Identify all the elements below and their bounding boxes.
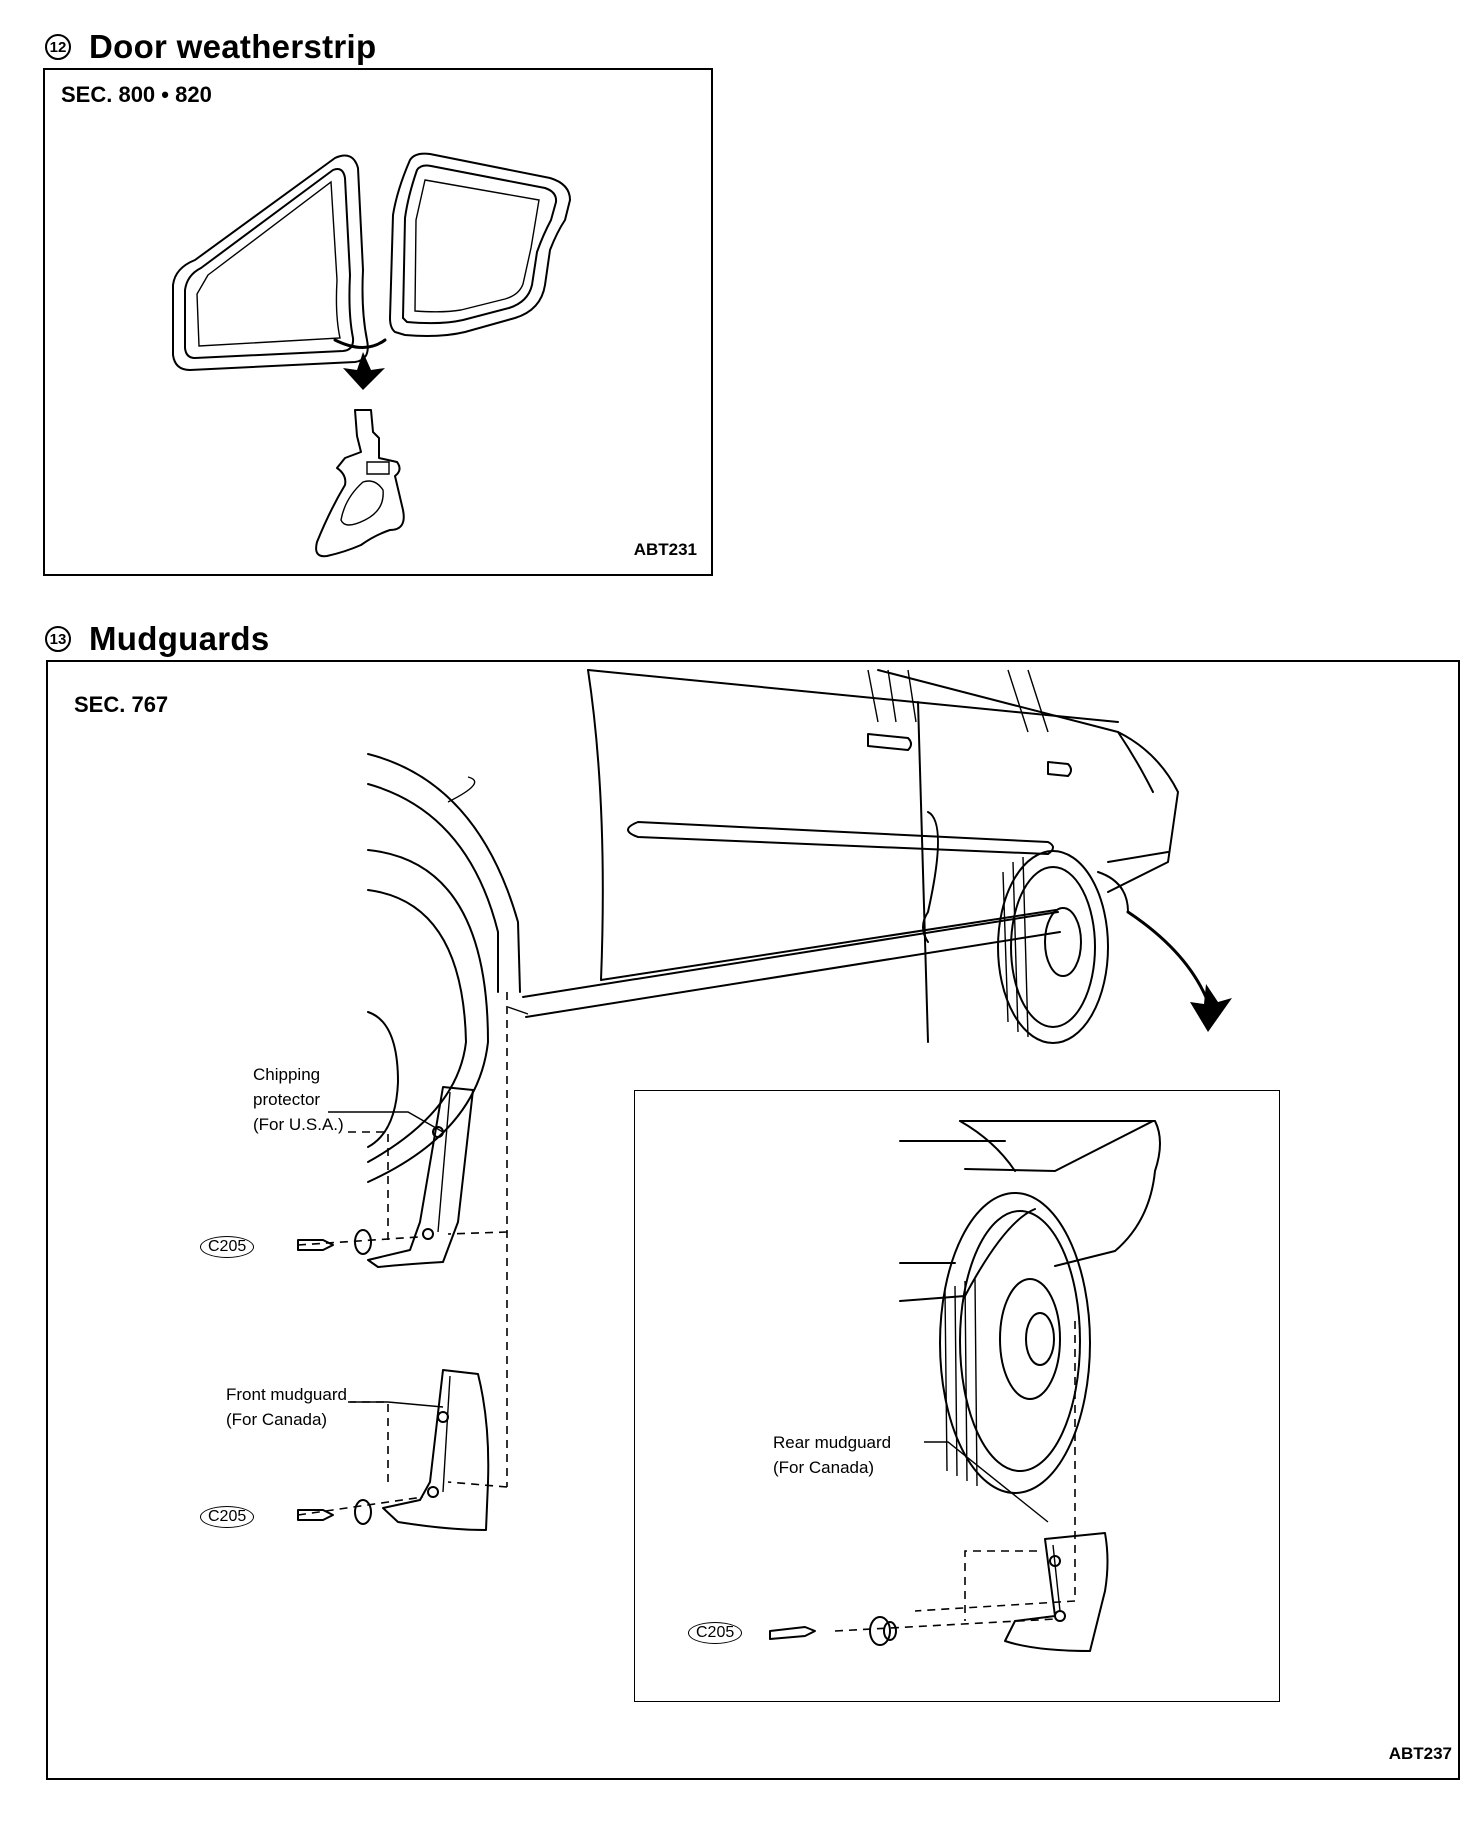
sealant-callout-c205: C205 bbox=[200, 1506, 255, 1528]
sec-code: SEC. 800 • 820 bbox=[61, 82, 212, 107]
rear-mudguard-detail-inset bbox=[634, 1090, 1280, 1702]
front-mudguard bbox=[382, 1369, 490, 1531]
weatherstrip-cross-section bbox=[315, 409, 405, 558]
weatherstrip-illustration bbox=[172, 152, 571, 558]
section-number-badge: 13 bbox=[45, 626, 71, 652]
mudguards-figure: SEC. 767 bbox=[46, 660, 1460, 1780]
figure-id: ABT231 bbox=[633, 540, 697, 559]
figure-id: ABT237 bbox=[1388, 1744, 1452, 1763]
section-number-badge: 12 bbox=[45, 34, 71, 60]
door-weatherstrip-figure: SEC. 800 • 820 ABT231 bbox=[43, 68, 713, 576]
vehicle-side-illustration bbox=[297, 669, 1232, 1531]
rear-door-weatherstrip bbox=[389, 152, 571, 337]
rear-wheel-detail-illustration bbox=[769, 1120, 1161, 1652]
rear-mudguard bbox=[1004, 1532, 1109, 1652]
section-title: Door weatherstrip bbox=[89, 28, 377, 65]
section-title: Mudguards bbox=[89, 620, 270, 657]
sealant-callout-c205: C205 bbox=[200, 1236, 255, 1258]
rear-mudguard-label: Rear mudguard (For Canada) bbox=[773, 1433, 892, 1477]
chipping-protector-label: Chipping protector (For U.S.A.) bbox=[253, 1065, 344, 1134]
section-12-heading: 12 Door weatherstrip bbox=[45, 28, 377, 66]
sec-code: SEC. 767 bbox=[74, 692, 169, 717]
sealant-callout-c205: C205 bbox=[688, 1622, 743, 1644]
chipping-protector bbox=[367, 1086, 474, 1268]
front-door-weatherstrip bbox=[172, 154, 369, 371]
front-mudguard-label: Front mudguard (For Canada) bbox=[226, 1385, 347, 1429]
section-13-heading: 13 Mudguards bbox=[45, 620, 270, 658]
direction-arrow bbox=[333, 338, 387, 349]
